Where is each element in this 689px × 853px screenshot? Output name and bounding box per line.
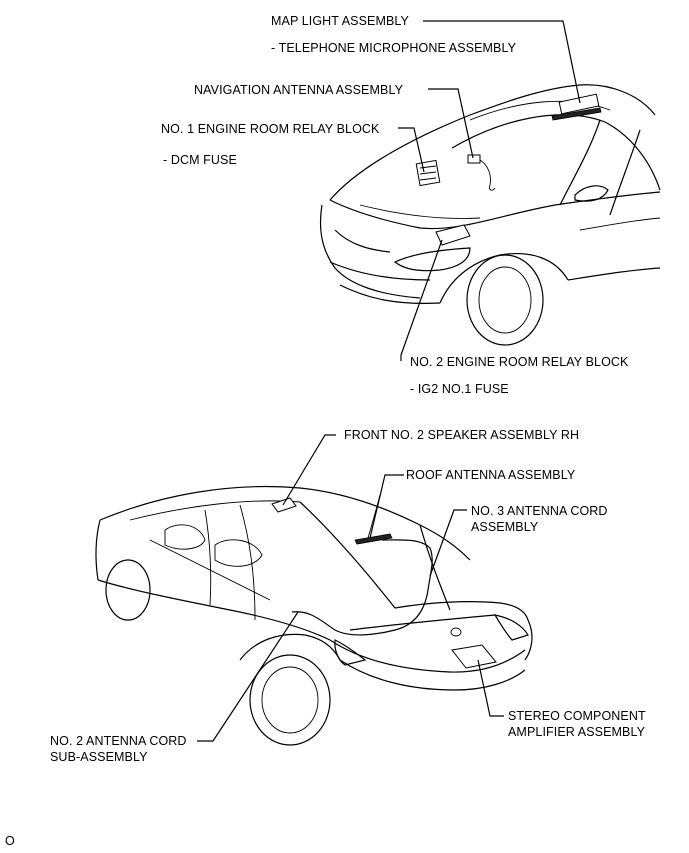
telephone-microphone-label: - TELEPHONE MICROPHONE ASSEMBLY (271, 41, 517, 55)
roof-antenna-label: ROOF ANTENNA ASSEMBLY (406, 468, 576, 482)
antenna-cord-3-label-line2: ASSEMBLY (471, 520, 539, 534)
engine-room-relay-1-label: NO. 1 ENGINE ROOM RELAY BLOCK (161, 122, 380, 136)
stereo-amplifier-label-line2: AMPLIFIER ASSEMBLY (508, 725, 646, 739)
ig2-fuse-label: - IG2 NO.1 FUSE (410, 382, 509, 396)
antenna-cord-2-label-line1: NO. 2 ANTENNA CORD (50, 734, 187, 748)
map-light-label: MAP LIGHT ASSEMBLY (271, 14, 409, 28)
stereo-amplifier-label-line1: STEREO COMPONENT (508, 709, 646, 723)
rear-car-drawing (95, 485, 533, 746)
leader-lines (197, 20, 581, 742)
figure-code: O (5, 834, 15, 848)
antenna-cord-2-label-line2: SUB-ASSEMBLY (50, 750, 148, 764)
front-speaker-label: FRONT NO. 2 SPEAKER ASSEMBLY RH (344, 428, 580, 442)
navigation-antenna-label: NAVIGATION ANTENNA ASSEMBLY (194, 83, 404, 97)
dcm-fuse-label: - DCM FUSE (163, 153, 237, 167)
front-car-drawing (319, 84, 661, 346)
engine-room-relay-2-label: NO. 2 ENGINE ROOM RELAY BLOCK (410, 355, 629, 369)
antenna-cord-3-label-line1: NO. 3 ANTENNA CORD (471, 504, 608, 518)
